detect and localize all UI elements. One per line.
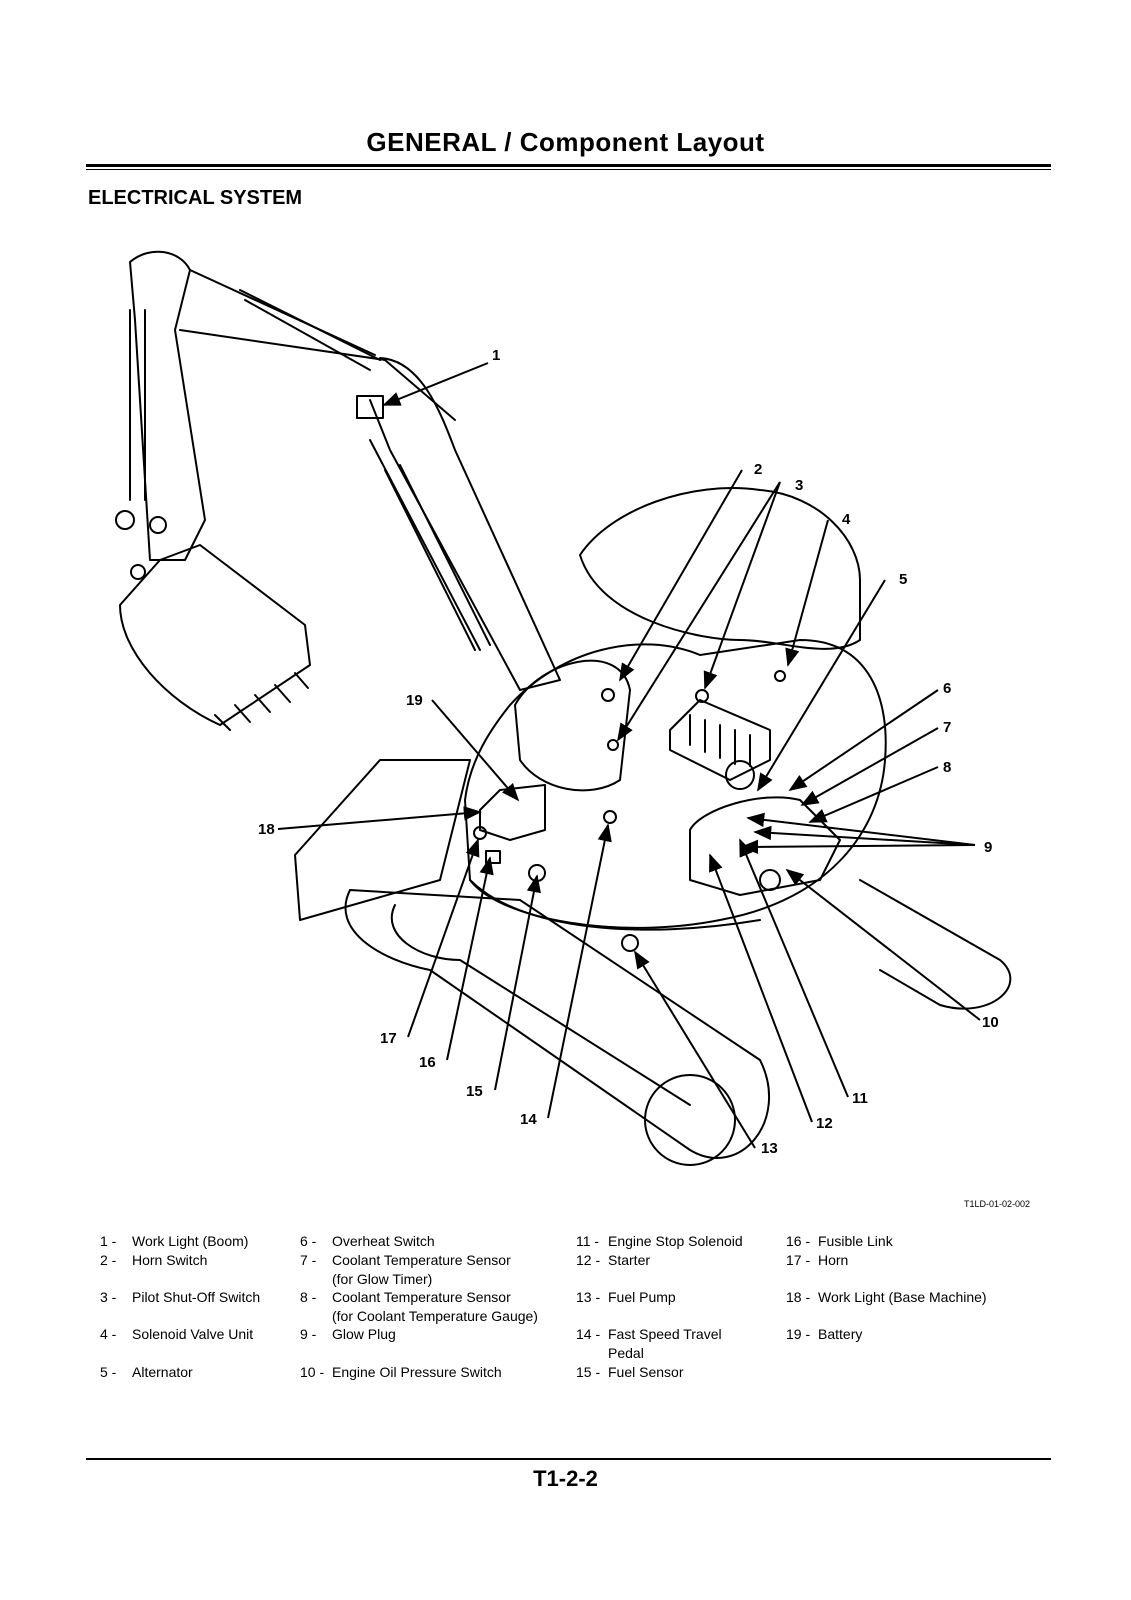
legend-num: 11 - [576, 1233, 600, 1249]
legend-label: Engine Stop Solenoid [608, 1233, 743, 1249]
legend-label: Fuel Pump [608, 1289, 676, 1305]
legend-label-cont: Pedal [608, 1345, 644, 1361]
header-rule-thick [86, 164, 1051, 167]
legend-num: 4 - [100, 1326, 117, 1342]
legend-label: Horn [818, 1252, 849, 1268]
legend-num: 5 - [100, 1364, 117, 1380]
section-title: ELECTRICAL SYSTEM [88, 187, 303, 209]
page-number: T1-2-2 [533, 1466, 598, 1491]
legend-num: 16 - [786, 1233, 811, 1249]
callout-7: 7 [943, 719, 951, 736]
legend-num: 8 - [300, 1289, 317, 1305]
legend-num: 10 - [300, 1364, 325, 1380]
legend-num: 15 - [576, 1364, 601, 1380]
legend-label: Work Light (Boom) [132, 1233, 249, 1249]
callout-leaders [277, 362, 981, 1149]
header-rule-thin [86, 169, 1051, 170]
callout-18: 18 [258, 821, 275, 838]
legend-num: 1 - [100, 1233, 117, 1249]
legend-num: 12 - [576, 1252, 601, 1268]
legend-label: Coolant Temperature Sensor [332, 1289, 511, 1305]
callout-16: 16 [419, 1054, 436, 1071]
legend-label: Overheat Switch [332, 1233, 435, 1249]
legend-label: Horn Switch [132, 1252, 208, 1268]
legend-label: Battery [818, 1326, 863, 1342]
callout-12: 12 [816, 1115, 833, 1132]
page-title: GENERAL / Component Layout [366, 127, 765, 157]
callout-1: 1 [492, 347, 500, 364]
callout-4: 4 [842, 511, 851, 528]
callout-11: 11 [852, 1090, 868, 1107]
callout-3: 3 [795, 477, 803, 494]
legend-num: 2 - [100, 1252, 117, 1268]
callout-6: 6 [943, 680, 951, 697]
legend-num: 17 - [786, 1252, 811, 1268]
legend-label: Engine Oil Pressure Switch [332, 1364, 502, 1380]
callout-numbers: 1 2 3 4 5 6 7 8 9 10 11 12 13 14 15 16 1… [258, 347, 999, 1157]
footer-rule [86, 1458, 1051, 1460]
legend-num: 13 - [576, 1289, 601, 1305]
legend-num: 19 - [786, 1326, 811, 1342]
callout-17: 17 [380, 1030, 397, 1047]
legend-num: 7 - [300, 1252, 317, 1268]
callout-15: 15 [466, 1083, 483, 1100]
legend-num: 14 - [576, 1326, 601, 1342]
legend-label: Coolant Temperature Sensor [332, 1252, 511, 1268]
legend-label-cont: (for Coolant Temperature Gauge) [332, 1308, 538, 1324]
legend-label: Fuel Sensor [608, 1364, 684, 1380]
legend-label: Fast Speed Travel [608, 1326, 722, 1342]
legend-label: Glow Plug [332, 1326, 396, 1342]
legend-label: Pilot Shut-Off Switch [132, 1289, 261, 1305]
callout-10: 10 [982, 1014, 999, 1031]
legend-num: 9 - [300, 1326, 317, 1342]
legend-label: Alternator [132, 1364, 193, 1380]
legend-label: Fusible Link [818, 1233, 893, 1249]
legend-label: Work Light (Base Machine) [818, 1289, 987, 1305]
callout-9: 9 [984, 839, 992, 856]
legend-label-cont: (for Glow Timer) [332, 1271, 433, 1287]
callout-13: 13 [761, 1140, 778, 1157]
callout-2: 2 [754, 461, 762, 478]
legend-num: 6 - [300, 1233, 317, 1249]
figure-code: T1LD-01-02-002 [964, 1199, 1031, 1209]
callout-5: 5 [899, 571, 907, 588]
callout-14: 14 [520, 1111, 537, 1128]
legend-num: 3 - [100, 1289, 117, 1305]
callout-19: 19 [406, 692, 423, 709]
excavator-drawing [115, 250, 1012, 1166]
callout-8: 8 [943, 759, 951, 776]
legend-label: Starter [608, 1252, 651, 1268]
legend-label: Solenoid Valve Unit [132, 1326, 254, 1342]
legend-num: 18 - [786, 1289, 811, 1305]
